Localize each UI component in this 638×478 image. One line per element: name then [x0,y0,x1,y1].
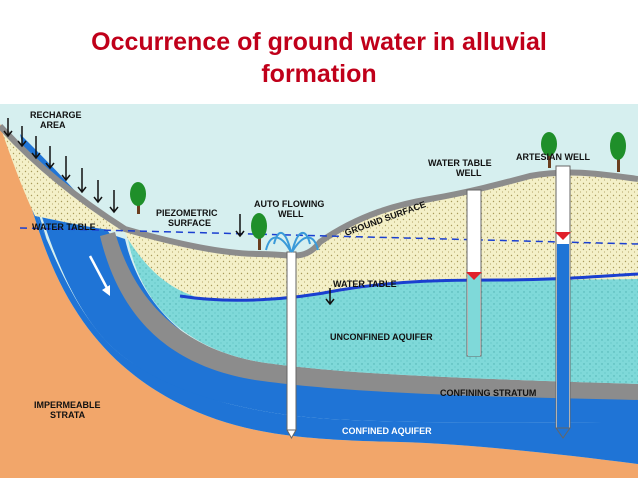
title-line-2: formation [261,60,377,88]
label-piezometric-surface: PIEZOMETRIC [156,208,218,218]
confined-aquifer-fill [10,144,638,464]
impermeable-strata [0,124,638,478]
label-impermeable-strata-2: STRATA [50,410,86,420]
page-title: Occurrence of ground water in alluvial f… [0,26,638,90]
recharge-arrows [3,118,335,306]
water-table-line [179,272,638,302]
unconfined-aquifer [128,239,638,384]
label-water-table-well: WATER TABLE [428,158,492,168]
label-auto-flowing-well: AUTO FLOWING [254,199,324,209]
groundwater-diagram: RECHARGE AREA WATER TABLE PIEZOMETRIC SU… [0,104,638,478]
label-confining-stratum: CONFINING STRATUM [440,388,536,398]
tree-icon [610,132,626,172]
water-level-marker [466,272,482,280]
label-piezometric-surface-2: SURFACE [168,218,211,228]
label-water-table-mid: WATER TABLE [333,279,397,289]
tree-icon [130,182,146,214]
soil-zone-left [0,126,125,232]
auto-flowing-well [265,232,319,440]
label-confined-aquifer: CONFINED AQUIFER [342,426,432,436]
flow-arrow [88,255,110,296]
label-recharge-area: RECHARGE [30,110,82,120]
label-impermeable-strata: IMPERMEABLE [34,400,101,410]
label-unconfined-aquifer: UNCONFINED AQUIFER [330,332,433,342]
ground-surface-line [0,123,638,259]
confining-stratum [100,232,638,400]
piezometric-level-marker [555,232,571,240]
label-water-table-well-2: WELL [456,168,482,178]
artesian-well [555,165,571,439]
water-table-well [466,189,482,357]
label-artesian-well: ARTESIAN WELL [516,152,590,162]
label-auto-flowing-well-2: WELL [278,209,304,219]
title-line-1: Occurrence of ground water in alluvial [91,28,547,56]
label-water-table-left: WATER TABLE [32,222,96,232]
label-recharge-area-2: AREA [40,120,66,130]
tree-icon [251,213,267,250]
tree-icon [541,132,557,168]
